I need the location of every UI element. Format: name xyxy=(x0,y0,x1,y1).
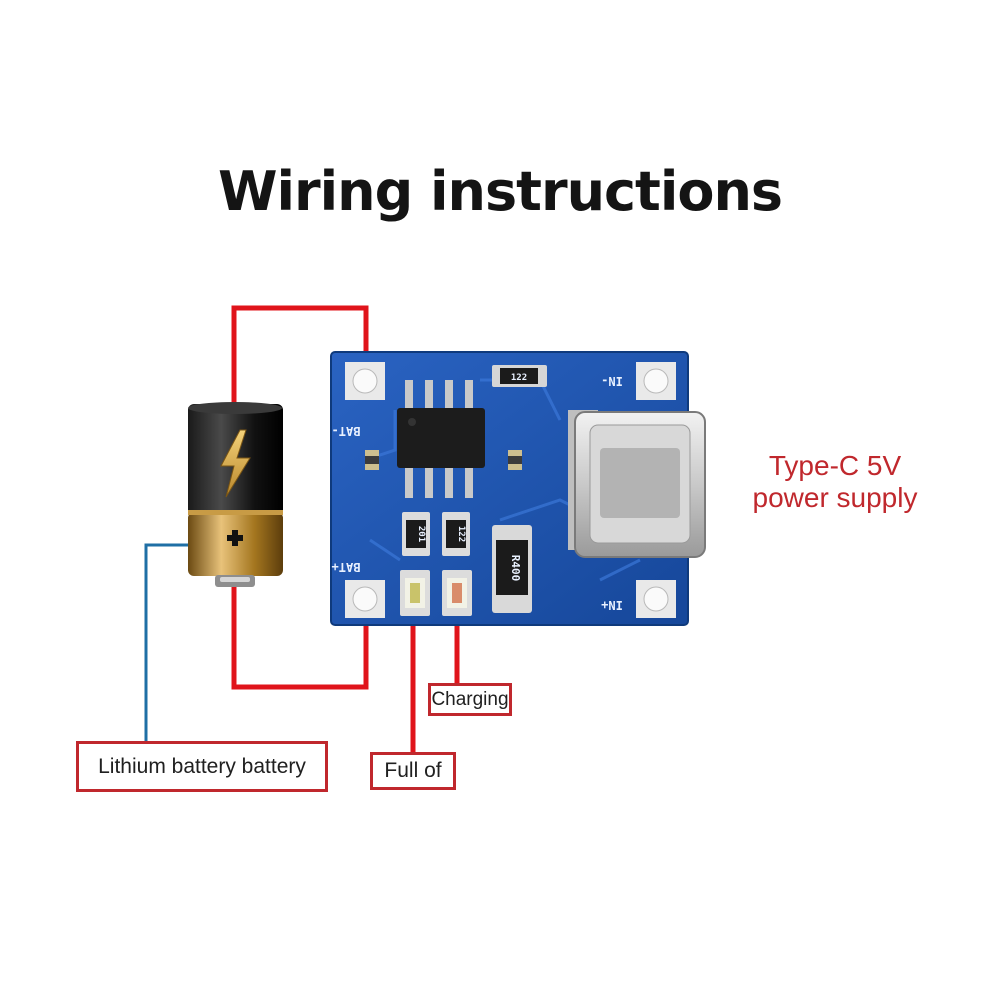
svg-text:122: 122 xyxy=(511,373,527,383)
charger-board: BAT- BAT+ IN- IN+ 122 201 xyxy=(330,351,706,626)
usb-c-port xyxy=(568,410,706,558)
pad-in-minus xyxy=(636,362,676,400)
pad-bat-minus xyxy=(345,362,385,400)
in-minus-label: IN- xyxy=(601,374,623,388)
led-full xyxy=(400,570,430,616)
wire-bat-minus xyxy=(231,305,369,405)
battery-label: Lithium battery battery xyxy=(76,741,328,792)
type-c-supply-label: Type-C 5V power supply xyxy=(730,450,940,514)
in-plus-label: IN+ xyxy=(601,598,623,612)
red-wires xyxy=(231,305,460,752)
capacitor-left xyxy=(365,450,379,470)
resistor-left: 201 xyxy=(402,512,430,556)
full-label: Full of xyxy=(370,752,456,790)
bat-plus-label: BAT+ xyxy=(332,560,361,574)
svg-text:R400: R400 xyxy=(509,555,522,582)
resistor-top: 122 xyxy=(492,365,547,387)
supply-line-1: Type-C 5V xyxy=(768,450,902,481)
page-title: Wiring instructions xyxy=(217,160,783,223)
led-charging xyxy=(442,570,472,616)
resistor-big: R400 xyxy=(492,525,532,613)
pad-in-plus xyxy=(636,580,676,618)
battery xyxy=(188,402,283,587)
svg-text:122: 122 xyxy=(456,526,466,542)
charging-label: Charging xyxy=(428,683,512,716)
capacitor-right xyxy=(508,450,522,470)
pad-bat-plus xyxy=(345,580,385,618)
resistor-right: 122 xyxy=(442,512,470,556)
wire-bat-plus xyxy=(231,580,369,690)
ic-chip xyxy=(397,380,485,498)
wire-battery-label xyxy=(144,543,188,742)
lightning-bolt-icon xyxy=(220,429,251,498)
supply-line-2: power supply xyxy=(752,482,918,513)
plus-icon xyxy=(227,530,243,546)
bat-minus-label: BAT- xyxy=(332,424,361,438)
svg-text:201: 201 xyxy=(416,526,426,542)
